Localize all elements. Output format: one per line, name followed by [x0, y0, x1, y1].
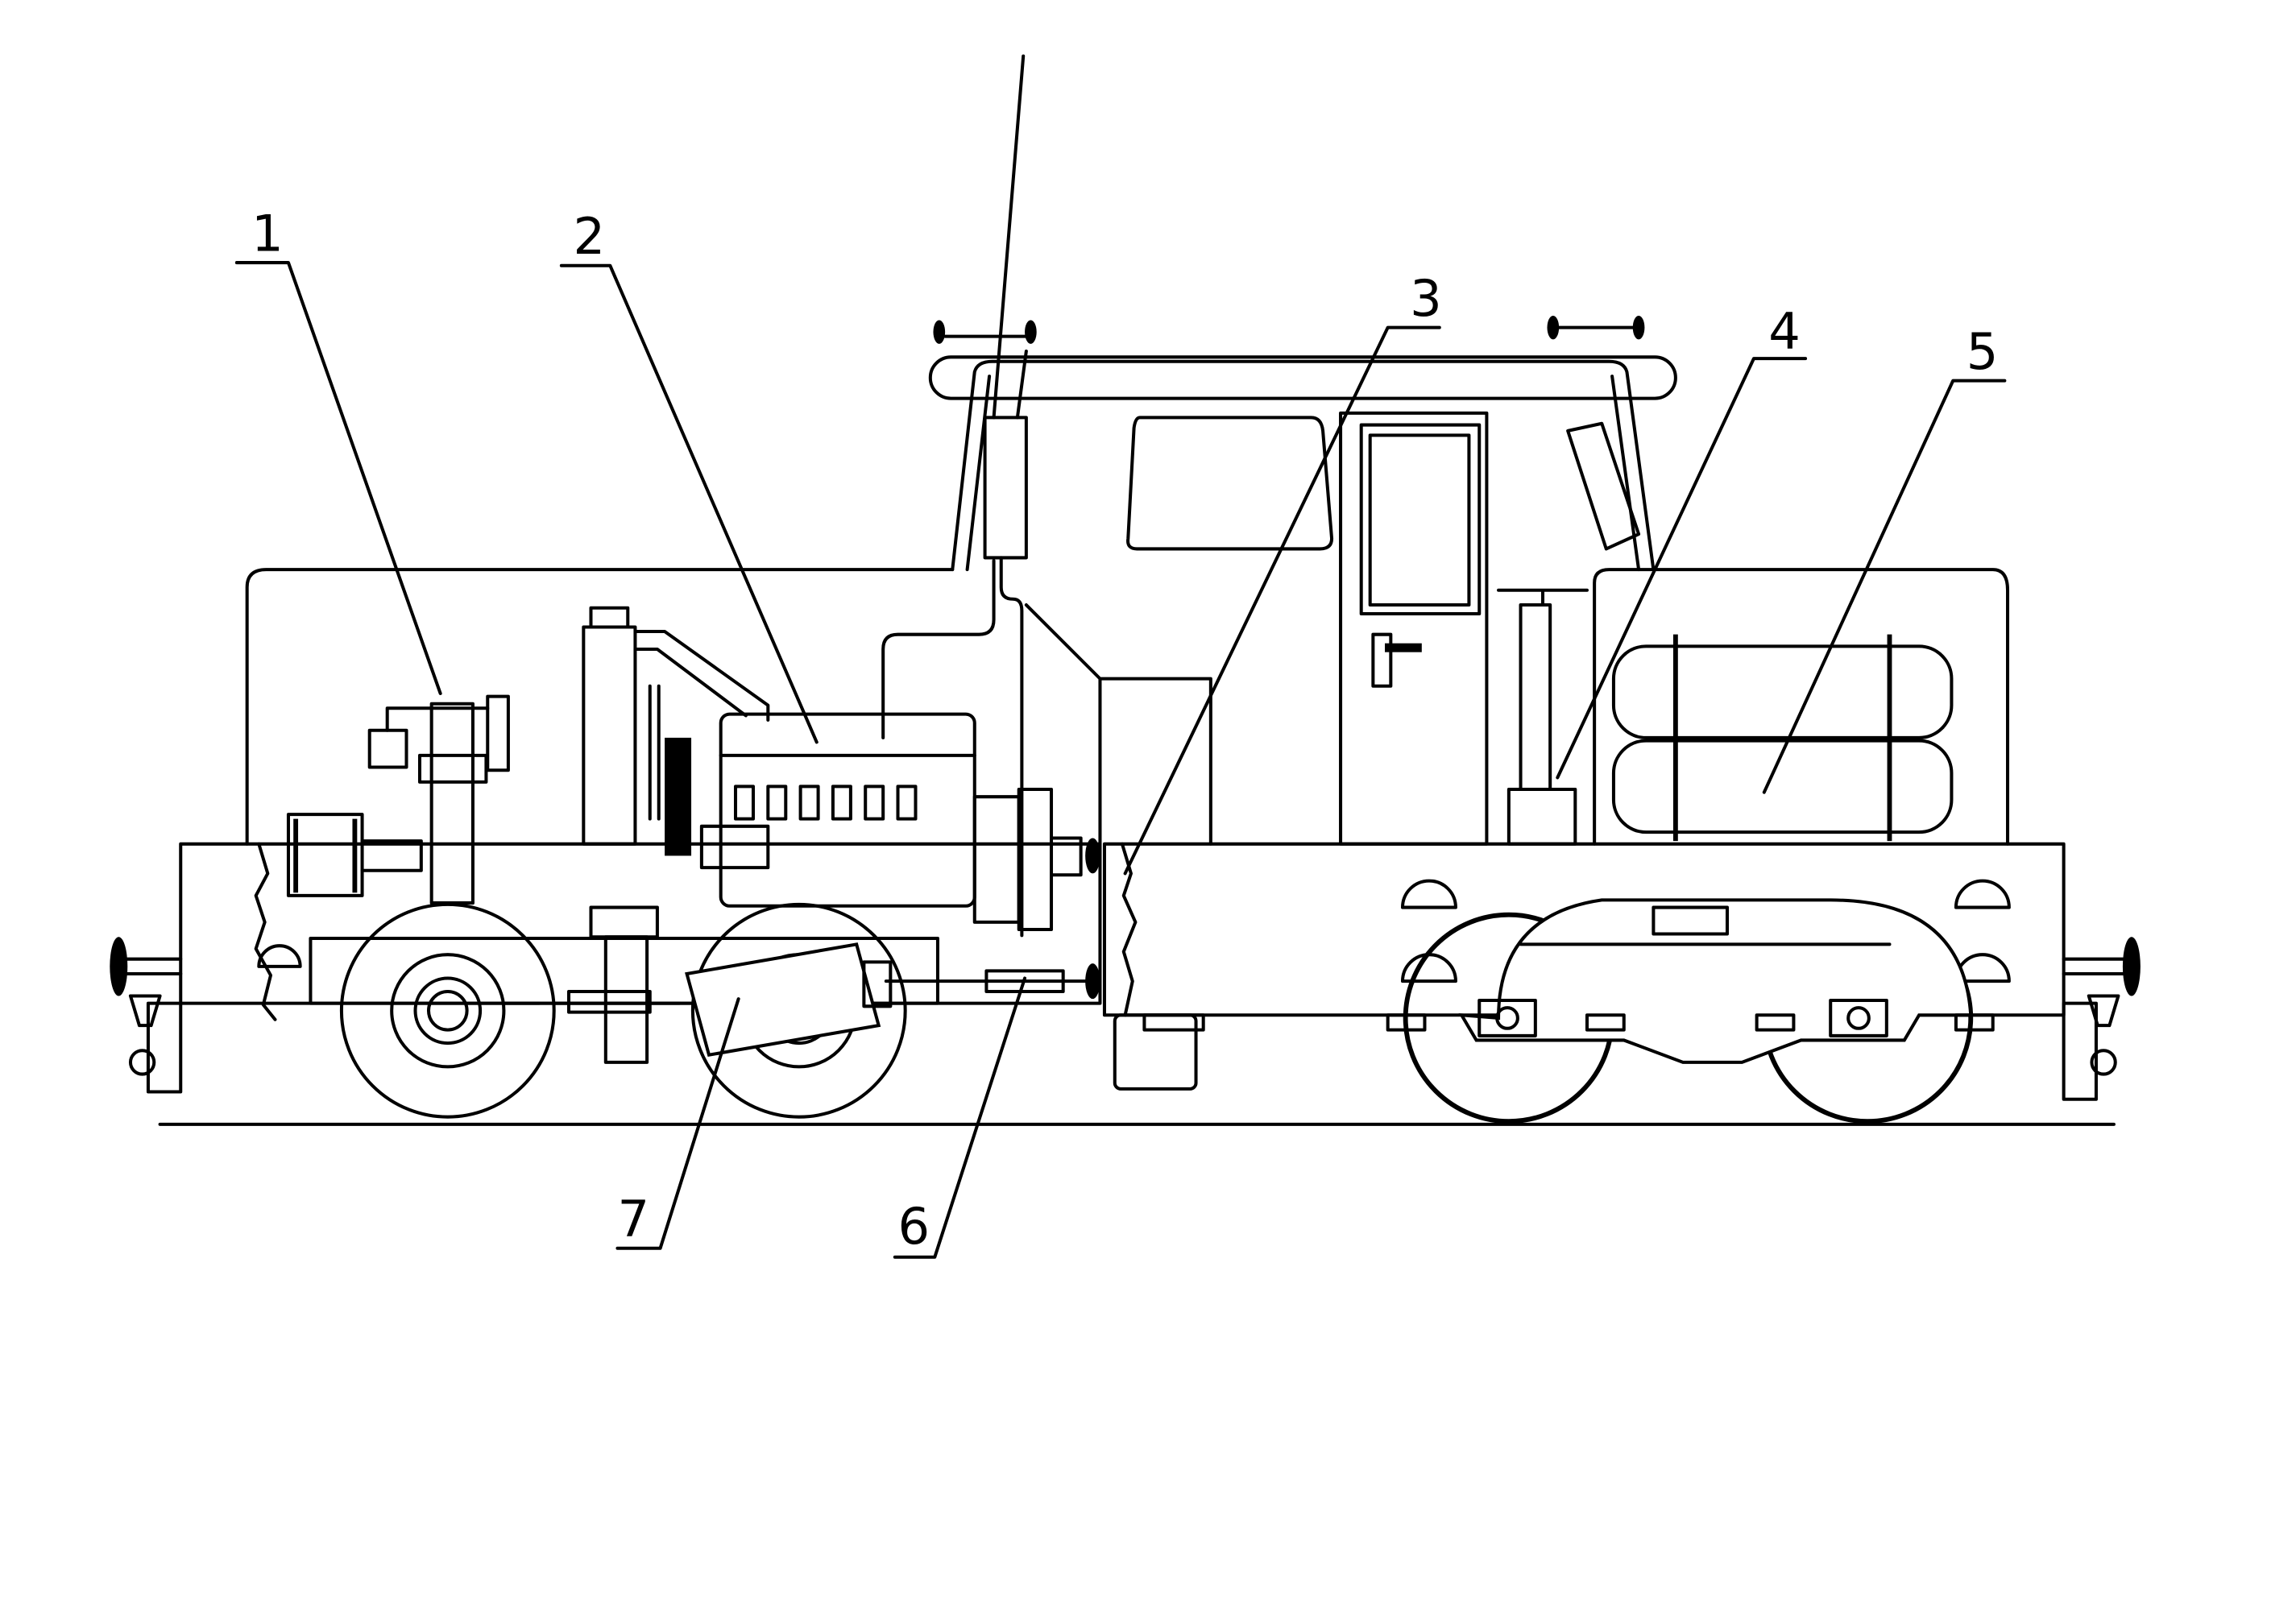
- cylinder-ports: [733, 785, 918, 821]
- cab-front-window: [1126, 416, 1334, 551]
- brake-stand: [1497, 588, 1589, 792]
- cab: [928, 316, 1677, 846]
- radiator: [582, 606, 770, 846]
- right-hood: [1593, 568, 2010, 846]
- callout-label: 2: [574, 207, 606, 266]
- left-wheelset: [339, 838, 1100, 1119]
- left-coupler: [110, 937, 183, 1094]
- left-frame: [179, 842, 1102, 1021]
- diesel-engine: [665, 559, 1083, 932]
- callout-label: 5: [1967, 322, 1999, 381]
- callout-3: 3: [1123, 269, 1442, 876]
- callout-label: 7: [617, 1190, 649, 1248]
- air-compressor-unit: [286, 694, 510, 905]
- callout-4: 4: [1556, 301, 1808, 780]
- callout-label: 1: [251, 204, 284, 263]
- callout-2: 2: [559, 207, 819, 744]
- callout-label: 3: [1410, 269, 1442, 328]
- cab-rear-window: [1566, 421, 1641, 551]
- callout-7: 7: [615, 997, 740, 1250]
- callout-1: 1: [234, 204, 442, 695]
- right-coupler: [2062, 937, 2141, 1101]
- callout-label: 4: [1768, 301, 1801, 360]
- callout-6: 6: [893, 976, 1027, 1259]
- callout-5: 5: [1762, 322, 2007, 794]
- right-frame: [1102, 842, 2066, 1091]
- left-hood: [245, 568, 955, 846]
- right-bogie: [1386, 898, 1995, 1124]
- callout-label: 6: [898, 1197, 930, 1256]
